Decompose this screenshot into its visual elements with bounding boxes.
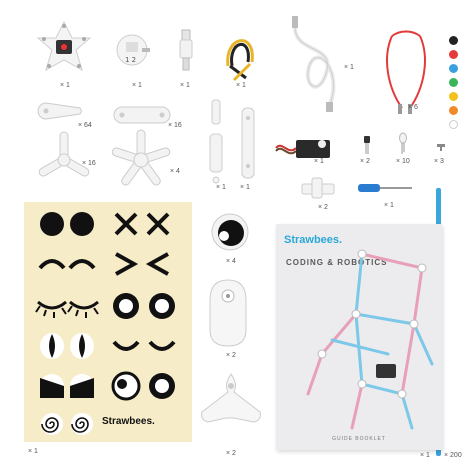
booklet-footer: GUIDE BOOKLET bbox=[332, 436, 386, 442]
led-part bbox=[398, 132, 408, 156]
star-connector-quantity: × 4 bbox=[170, 168, 180, 175]
color-dot-black bbox=[449, 36, 458, 45]
mini-board-quantity: × 1 bbox=[132, 82, 142, 89]
color-dot-green bbox=[449, 78, 458, 87]
long-arm-piece bbox=[112, 104, 172, 126]
robot-illustration bbox=[306, 249, 434, 430]
color-dot-white bbox=[449, 120, 458, 129]
servo-arm-long-quantity: × 1 bbox=[240, 184, 250, 191]
mini-board: 1 2 bbox=[112, 28, 152, 72]
eye-quantity: × 4 bbox=[226, 258, 236, 265]
color-dot-red bbox=[449, 50, 458, 59]
sticker-eyes bbox=[35, 212, 176, 435]
board-quantity: × 1 bbox=[60, 82, 70, 89]
tri-connector-piece bbox=[32, 130, 96, 188]
tri-connector-quantity: × 16 bbox=[82, 160, 96, 167]
color-dot-yellow bbox=[449, 92, 458, 101]
wing-piece bbox=[196, 368, 266, 440]
screw-part bbox=[436, 142, 446, 152]
straws-quantity: × 200 bbox=[444, 452, 462, 459]
sensor-quantity: × 2 bbox=[360, 158, 370, 165]
guide-booklet-quantity: × 1 bbox=[420, 452, 430, 459]
small-arm-quantity: × 64 bbox=[78, 122, 92, 129]
alligator-cables-quantity: × 6 bbox=[408, 104, 418, 111]
sticker-sheet: Strawbees. bbox=[24, 202, 192, 442]
battery-holder bbox=[204, 276, 252, 348]
servo-motor-quantity: × 1 bbox=[314, 158, 324, 165]
booklet-title: CODING & ROBOTICS bbox=[286, 258, 388, 267]
clip-quantity: × 2 bbox=[318, 204, 328, 211]
svg-text:1 2: 1 2 bbox=[125, 56, 136, 64]
clip-part bbox=[300, 176, 336, 200]
small-arm-piece bbox=[36, 100, 88, 122]
sensor-part bbox=[362, 134, 372, 156]
sticker-sheet-quantity: × 1 bbox=[28, 448, 38, 455]
jumper-wires bbox=[220, 26, 260, 84]
color-dot-blue bbox=[449, 64, 458, 73]
booklet-brand: Strawbees. bbox=[284, 234, 343, 246]
usb-connector bbox=[176, 28, 196, 74]
usb-connector-quantity: × 1 bbox=[180, 82, 190, 89]
wing-piece-quantity: × 2 bbox=[226, 450, 236, 457]
screwdriver-quantity: × 1 bbox=[384, 202, 394, 209]
usb-cable bbox=[286, 14, 348, 114]
usb-cable-quantity: × 1 bbox=[344, 64, 354, 71]
screwdriver-tool bbox=[356, 180, 416, 196]
servo-arms-piece bbox=[206, 98, 226, 188]
alligator-cables bbox=[380, 28, 432, 114]
servo-arms-quantity: × 1 bbox=[216, 184, 226, 191]
servo-motor bbox=[274, 136, 334, 162]
jumper-wires-quantity: × 1 bbox=[236, 82, 246, 89]
screw-quantity: × 3 bbox=[434, 158, 444, 165]
led-quantity: × 10 bbox=[396, 158, 410, 165]
guide-booklet: Strawbees. CODING & ROBOTICS GUIDE BOOKL… bbox=[276, 224, 442, 450]
star-connector-piece bbox=[108, 128, 174, 192]
long-arm-quantity: × 16 bbox=[168, 122, 182, 129]
controller-board bbox=[34, 20, 94, 78]
sticker-sheet-brand: Strawbees. bbox=[102, 416, 155, 427]
eye-piece bbox=[210, 212, 250, 252]
servo-arm-long-piece bbox=[238, 106, 258, 182]
color-dot-orange bbox=[449, 106, 458, 115]
battery-holder-quantity: × 2 bbox=[226, 352, 236, 359]
